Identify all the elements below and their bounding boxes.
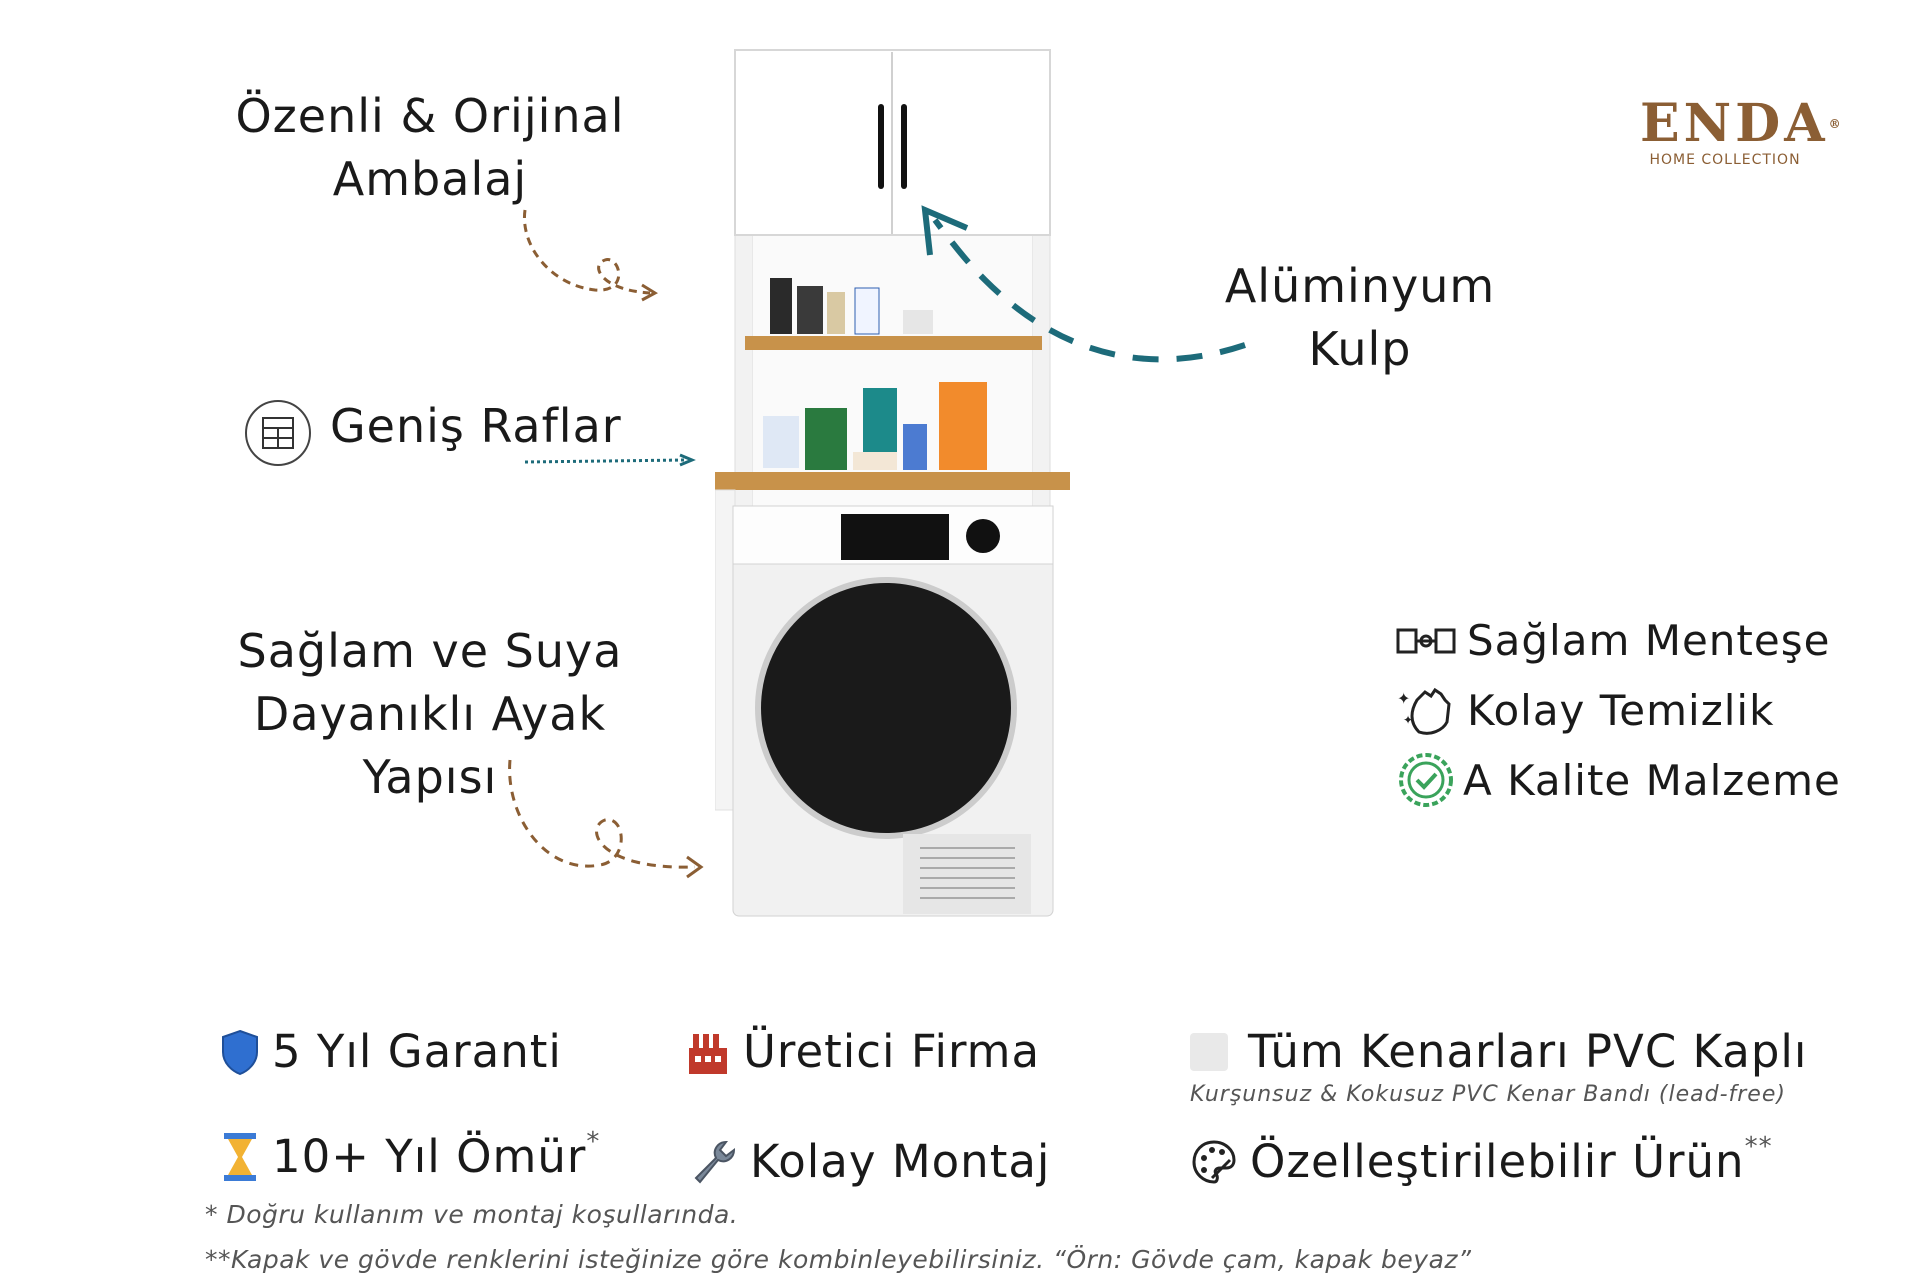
svg-text:✦: ✦ bbox=[1397, 689, 1410, 708]
callout-shelves: Geniş Raflar bbox=[330, 399, 622, 453]
svg-text:✦: ✦ bbox=[1403, 713, 1413, 727]
brand-name: ENDA bbox=[1640, 93, 1829, 154]
cleaning-hand-icon: ✦ ✦ bbox=[1397, 687, 1451, 735]
brand-tagline: HOME COLLECTION bbox=[1649, 152, 1801, 168]
hourglass-icon bbox=[224, 1132, 256, 1181]
quality-badge-icon bbox=[1399, 753, 1453, 807]
pvc-swatch-icon bbox=[1190, 1032, 1228, 1071]
callout-handle-line2: Kulp bbox=[1308, 322, 1412, 376]
footnote-1: * Doğru kullanım ve montaj koşullarında. bbox=[205, 1200, 739, 1229]
benefit-lifetime-text: 10+ Yıl Ömür bbox=[272, 1130, 587, 1183]
callout-handle-line1: Alüminyum bbox=[1224, 259, 1496, 313]
brand-registered-mark: ® bbox=[1828, 117, 1845, 131]
callout-packaging-line2: Ambalaj bbox=[332, 152, 528, 206]
benefit-manufacturer: Üretici Firma bbox=[685, 1025, 1040, 1078]
benefit-pvc: Tüm Kenarları PVC Kaplı Kurşunsuz & Koku… bbox=[1190, 1025, 1807, 1107]
feature-item-cleaning: ✦ ✦ Kolay Temizlik bbox=[1395, 675, 1841, 745]
upper-shelf bbox=[745, 336, 1042, 350]
benefit-custom-footnote-mark: ** bbox=[1744, 1132, 1773, 1162]
benefit-manufacturer-label: Üretici Firma bbox=[743, 1025, 1041, 1078]
benefit-assembly-label: Kolay Montaj bbox=[750, 1135, 1051, 1188]
legs-arrow bbox=[508, 759, 704, 879]
shield-icon bbox=[222, 1029, 258, 1075]
palette-brush-icon bbox=[1192, 1139, 1236, 1184]
footnote-2: **Kapak ve gövde renklerini isteğinize g… bbox=[205, 1245, 1472, 1274]
benefit-custom-text: Özelleştirilebilir Ürün bbox=[1250, 1135, 1745, 1188]
benefit-custom-label: Özelleştirilebilir Ürün** bbox=[1250, 1132, 1773, 1188]
feature-label: A Kalite Malzeme bbox=[1463, 755, 1841, 805]
callout-packaging-line1: Özenli & Orijinal bbox=[235, 89, 625, 143]
shelf-icon bbox=[245, 400, 311, 466]
hinge-icon bbox=[1396, 628, 1456, 654]
benefit-pvc-sub: Kurşunsuz & Kokusuz PVC Kenar Bandı (lea… bbox=[1190, 1082, 1786, 1107]
benefit-assembly: Kolay Montaj bbox=[690, 1135, 1050, 1188]
benefit-warranty: 5 Yıl Garanti bbox=[220, 1025, 562, 1078]
benefit-lifetime: 10+ Yıl Ömür* bbox=[220, 1127, 601, 1183]
callout-handle: Alüminyum Kulp bbox=[1200, 255, 1520, 381]
brand-logo: ENDA® HOME COLLECTION bbox=[1640, 96, 1841, 169]
feature-label: Kolay Temizlik bbox=[1467, 685, 1775, 735]
benefit-pvc-label: Tüm Kenarları PVC Kaplı bbox=[1248, 1025, 1808, 1078]
callout-legs-line1: Sağlam ve Suya bbox=[237, 624, 623, 678]
benefit-custom: Özelleştirilebilir Ürün** bbox=[1190, 1132, 1773, 1188]
product-cabinet-illustration bbox=[715, 49, 1070, 917]
callout-legs-line3: Yapısı bbox=[362, 750, 498, 804]
feature-item-hinge: Sağlam Menteşe bbox=[1395, 605, 1841, 675]
benefit-warranty-label: 5 Yıl Garanti bbox=[272, 1025, 562, 1078]
handle-arrow bbox=[921, 205, 1246, 363]
wrench-icon bbox=[694, 1140, 736, 1183]
callout-legs-line2: Dayanıklı Ayak bbox=[253, 687, 607, 741]
feature-item-quality: A Kalite Malzeme bbox=[1395, 745, 1841, 815]
feature-list: Sağlam Menteşe ✦ ✦ Kolay Temizlik A Kali… bbox=[1395, 605, 1841, 815]
benefit-lifetime-label: 10+ Yıl Ömür* bbox=[272, 1127, 601, 1183]
shelves-arrow bbox=[524, 453, 696, 467]
callout-packaging: Özenli & Orijinal Ambalaj bbox=[220, 85, 640, 211]
feature-label: Sağlam Menteşe bbox=[1467, 615, 1831, 665]
factory-icon bbox=[689, 1033, 727, 1074]
countertop bbox=[715, 472, 1070, 490]
callout-legs: Sağlam ve Suya Dayanıklı Ayak Yapısı bbox=[220, 620, 640, 809]
packaging-arrow bbox=[522, 209, 659, 302]
benefit-lifetime-footnote-mark: * bbox=[586, 1127, 601, 1157]
